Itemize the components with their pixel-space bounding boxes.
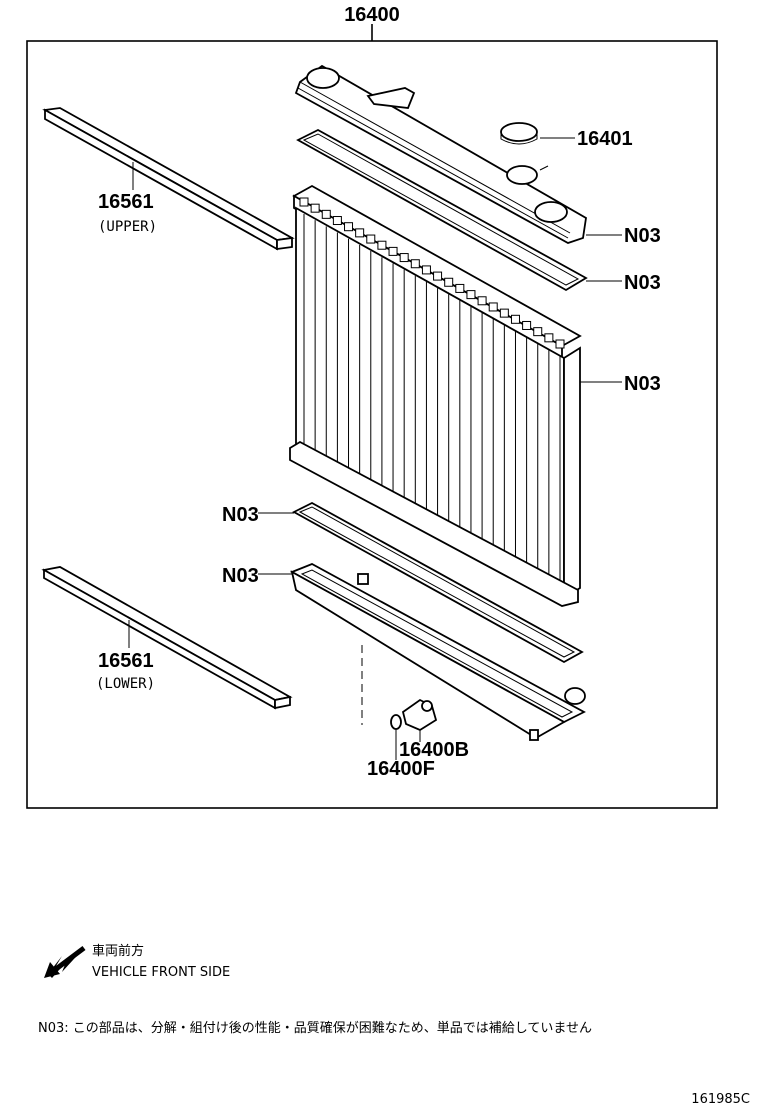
label-16561-lower: 16561 (98, 650, 154, 672)
header-tab (555, 339, 565, 349)
header-tab (310, 203, 320, 213)
drain-gasket (390, 714, 402, 730)
label-16400: 16400 (344, 4, 400, 26)
header-tab (433, 271, 443, 281)
label-n03-core: N03 (624, 373, 661, 395)
header-tab (466, 290, 476, 300)
arrow-icon (44, 946, 86, 978)
label-16400f: 16400F (367, 758, 435, 780)
header-tab (522, 320, 532, 330)
legend-en: VEHICLE FRONT SIDE (92, 965, 230, 980)
radiator-core (289, 184, 582, 607)
upper-gasket (296, 128, 588, 292)
label-upper: (UPPER) (98, 219, 157, 235)
header-tab (533, 327, 543, 337)
lower-tank (289, 563, 586, 741)
footnote: N03: この部品は、分解・組付け後の性能・品質確保が困難なため、単品では補給し… (38, 1020, 592, 1036)
figure-id: 161985C (691, 1092, 750, 1107)
label-n03-lower-gasket: N03 (222, 504, 259, 526)
header-tab (344, 222, 354, 232)
label-n03-upper-gasket: N03 (624, 272, 661, 294)
legend-jp: 車両前方 (92, 943, 144, 959)
header-tab (499, 308, 509, 318)
header-tab (421, 265, 431, 275)
header-tab (488, 302, 498, 312)
label-n03-lower-tank: N03 (222, 565, 259, 587)
header-tab (399, 253, 409, 263)
drain-cock (401, 698, 438, 732)
header-tab (388, 246, 398, 256)
header-tab (455, 283, 465, 293)
label-16401: 16401 (577, 128, 633, 150)
header-tab (410, 259, 420, 269)
label-n03-upper-tank: N03 (624, 225, 661, 247)
label-16561-upper: 16561 (98, 191, 154, 213)
header-tab (366, 234, 376, 244)
header-tab (321, 209, 331, 219)
label-16400b: 16400B (399, 739, 469, 761)
lower-seal (41, 566, 293, 710)
header-tab (477, 296, 487, 306)
header-tab (332, 216, 342, 226)
header-tab (355, 228, 365, 238)
header-tab (377, 240, 387, 250)
header-tab (544, 333, 554, 343)
header-tab (510, 314, 520, 324)
header-tab (299, 197, 309, 207)
lower-gasket (292, 501, 584, 664)
upper-tank (294, 64, 587, 244)
upper-seal (42, 107, 295, 251)
header-tab (444, 277, 454, 287)
radiator-cap (500, 122, 538, 145)
label-lower: (LOWER) (96, 676, 155, 692)
